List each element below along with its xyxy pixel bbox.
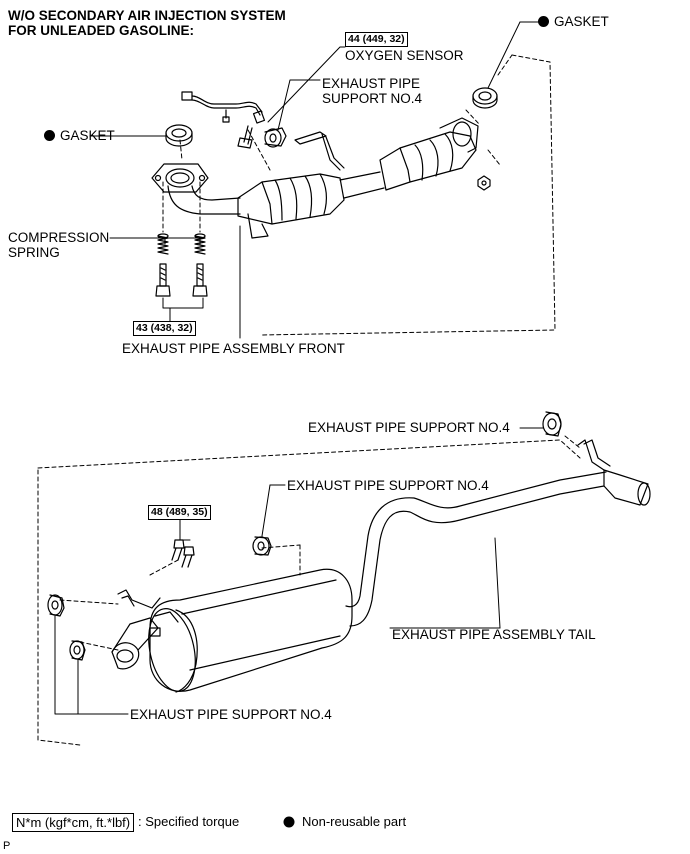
nonreusable-dot-icon xyxy=(283,816,295,828)
compression-spring-label-line2: SPRING xyxy=(8,245,60,260)
support-mid-label: EXHAUST PIPE SUPPORT NO.4 xyxy=(287,478,489,493)
title-line2: FOR UNLEADED GASOLINE: xyxy=(8,23,195,38)
legend-nonreusable-text: Non-reusable part xyxy=(302,814,407,829)
tail-assembly-part xyxy=(47,411,651,693)
gasket-left-label: GASKET xyxy=(44,128,115,144)
support-mid-right-label: EXHAUST PIPE SUPPORT NO.4 xyxy=(308,420,510,435)
legend-torque-text: : Specified torque xyxy=(138,814,240,829)
gasket-left-text: GASKET xyxy=(60,128,115,143)
oxygen-sensor-label: OXYGEN SENSOR xyxy=(345,48,464,63)
gasket-top-text: GASKET xyxy=(554,14,609,29)
pipe-front-label: EXHAUST PIPE ASSEMBLY FRONT xyxy=(122,341,345,356)
compression-spring-label-line1: COMPRESSION xyxy=(8,230,110,245)
gasket-top-part xyxy=(472,87,498,109)
torque-oxygen-sensor: 44 (449, 32) xyxy=(345,32,408,47)
compression-springs-part xyxy=(155,233,208,297)
support-top-part xyxy=(264,127,287,148)
support-bottom-label: EXHAUST PIPE SUPPORT NO.4 xyxy=(130,707,332,722)
support-top-label-line1: EXHAUST PIPE xyxy=(322,76,421,91)
gasket-top-label: GASKET xyxy=(538,14,609,30)
legend-torque-box: N*m (kgf*cm, ft.*lbf) xyxy=(12,813,135,832)
oxygen-sensor-part xyxy=(181,91,266,149)
title-line1: W/O SECONDARY AIR INJECTION SYSTEM xyxy=(8,8,286,23)
gasket-left-part xyxy=(165,124,193,147)
front-pipe-part xyxy=(151,117,491,239)
nonreusable-bullet-icon xyxy=(44,130,55,141)
front-assembly-dashed-outline xyxy=(37,54,581,746)
pipe-tail-label: EXHAUST PIPE ASSEMBLY TAIL xyxy=(392,627,596,642)
nonreusable-bullet-icon xyxy=(538,16,549,27)
torque-spring-bolts: 43 (438, 32) xyxy=(133,321,196,336)
torque-tail-bolts: 48 (489, 35) xyxy=(148,505,211,520)
support-top-label-line2: SUPPORT NO.4 xyxy=(322,91,423,106)
corner-mark: P xyxy=(3,840,11,852)
leader-lines-top xyxy=(54,21,544,715)
